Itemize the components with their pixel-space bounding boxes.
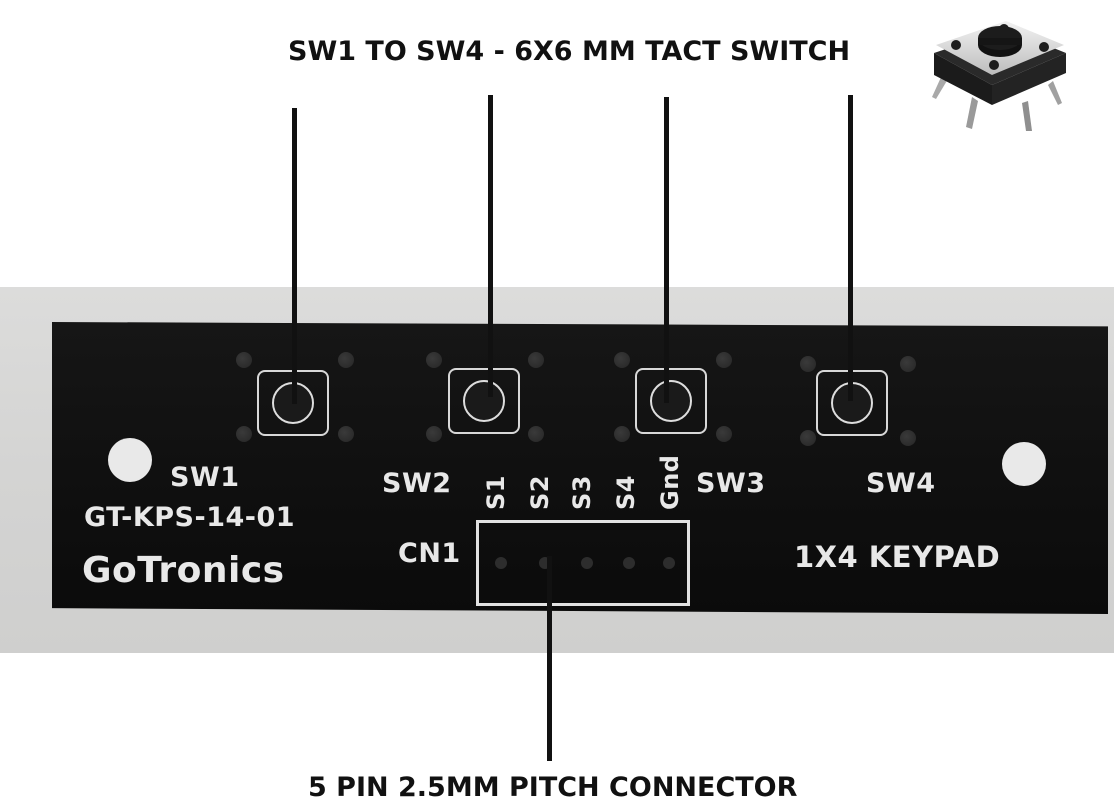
connector-label: CN1 xyxy=(398,538,461,569)
leader-line-sw3 xyxy=(664,97,669,403)
pin-label-s2: S2 xyxy=(526,475,554,510)
switch-pad xyxy=(614,352,630,368)
switch-pad xyxy=(236,352,252,368)
switch-pad xyxy=(528,352,544,368)
switch-label-sw4: SW4 xyxy=(866,468,936,499)
switch-pad xyxy=(236,426,252,442)
bottom-callout: 5 PIN 2.5MM PITCH CONNECTOR xyxy=(308,772,798,803)
keypad-pcb: SW1 GT-KPS-14-01 GoTronics SW2 SW3 SW4 C… xyxy=(52,322,1108,614)
connector-pin xyxy=(581,557,593,569)
switch-pad xyxy=(800,430,816,446)
top-callout: SW1 TO SW4 - 6X6 MM TACT SWITCH xyxy=(288,36,851,67)
switch-pad xyxy=(338,352,354,368)
switch-label-sw2: SW2 xyxy=(382,468,452,499)
switch-pad xyxy=(426,352,442,368)
brand-logo: GoTronics xyxy=(82,550,285,591)
switch-pad xyxy=(528,426,544,442)
pin-label-s1: S1 xyxy=(482,475,510,510)
switch-pad xyxy=(426,426,442,442)
switch-pad xyxy=(800,356,816,372)
connector-pin xyxy=(495,557,507,569)
switch-pad xyxy=(716,352,732,368)
switch-label-sw1: SW1 xyxy=(170,462,240,493)
mounting-hole-left xyxy=(108,438,152,482)
mounting-hole-right xyxy=(1002,442,1046,486)
part-number: GT-KPS-14-01 xyxy=(84,502,296,533)
pin-label-gnd: Gnd xyxy=(656,454,684,510)
connector-pin xyxy=(663,557,675,569)
switch-pad xyxy=(716,426,732,442)
switch-pad xyxy=(900,430,916,446)
pin-label-s4: S4 xyxy=(612,475,640,510)
leader-line-sw2 xyxy=(488,95,493,397)
pin-label-s3: S3 xyxy=(568,475,596,510)
board-title: 1X4 KEYPAD xyxy=(794,540,1001,574)
connector-pin xyxy=(623,557,635,569)
switch-button xyxy=(463,380,505,422)
switch-pad xyxy=(614,426,630,442)
switch-footprint-sw2 xyxy=(448,368,520,434)
switch-pad xyxy=(900,356,916,372)
leader-line-connector xyxy=(547,556,552,761)
leader-line-sw1 xyxy=(292,108,297,404)
switch-pad xyxy=(338,426,354,442)
tact-switch-photo-icon xyxy=(932,21,1066,131)
connector-footprint-cn1 xyxy=(476,520,690,606)
switch-button xyxy=(650,380,692,422)
leader-line-sw4 xyxy=(848,95,853,401)
switch-footprint-sw3 xyxy=(635,368,707,434)
switch-label-sw3: SW3 xyxy=(696,468,766,499)
